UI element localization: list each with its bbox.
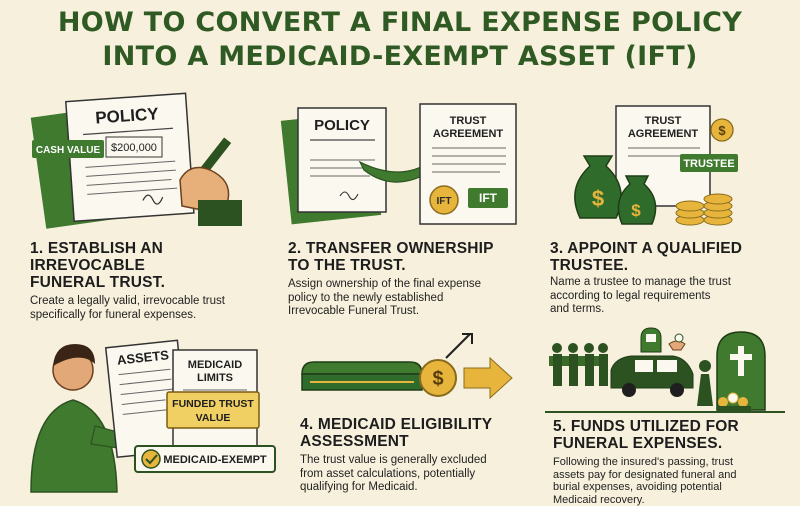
- cash-value-label: CASH VALUE: [36, 145, 101, 156]
- illustration-funeral: [545, 326, 785, 416]
- growth-arrow-icon: [446, 334, 470, 358]
- title-line-2: INTO A MEDICAID-EXEMPT ASSET (IFT): [0, 40, 800, 74]
- step-2-description: Assign ownership of the final expense po…: [288, 278, 538, 319]
- step-2-title-line2: TO THE TRUST.: [288, 257, 538, 274]
- pallbearers-icon: [549, 343, 608, 386]
- medicaid-limits-line1: MEDICAID: [188, 359, 242, 371]
- hands-offering-icon: [669, 341, 685, 350]
- step-2: 2. TRANSFER OWNERSHIP TO THE TRUST. Assi…: [288, 240, 538, 319]
- dollar-coin-symbol: $: [432, 368, 443, 390]
- step-3-desc-line3: and terms.: [550, 303, 790, 317]
- illustration-trustee: TRUST AGREEMENT $ TRUSTEE $ $: [560, 100, 780, 230]
- title-line-1: HOW TO CONVERT A FINAL EXPENSE POLICY: [0, 6, 800, 40]
- step-1-title-line2: FUNERAL TRUST.: [30, 274, 270, 291]
- checkmark-icon: [142, 450, 160, 468]
- money-bag-small-symbol: $: [631, 201, 641, 220]
- step-4: 4. MEDICAID ELIGIBILITY ASSESSMENT The t…: [300, 416, 540, 495]
- coin-symbol: $: [718, 123, 726, 138]
- cash-value-amount: $200,000: [111, 142, 157, 154]
- money-bag-icon: $: [575, 156, 621, 218]
- policy-label-2: POLICY: [314, 117, 370, 134]
- step-1-title: 1. ESTABLISH AN IRREVOCABLE FUNERAL TRUS…: [30, 240, 270, 291]
- funded-trust-line2: VALUE: [196, 412, 231, 424]
- trust-label-line1-b: TRUST: [645, 115, 682, 127]
- step-1-description: Create a legally valid, irrevocable trus…: [30, 295, 270, 322]
- step-5-title: 5. FUNDS UTILIZED FOR FUNERAL EXPENSES.: [553, 418, 793, 452]
- illustration-medicaid-review: ASSETS MEDICAID LIMITS FUNDED TRUST VALU…: [25, 336, 280, 494]
- step-4-title-line2: ASSESSMENT: [300, 433, 540, 450]
- ift-tag-text: IFT: [479, 191, 498, 205]
- step-3-desc-line1: Name a trustee to manage the trust: [550, 276, 790, 290]
- trust-label-line2: AGREEMENT: [433, 128, 504, 140]
- ift-seal-text: IFT: [437, 196, 452, 207]
- step-2-title: 2. TRANSFER OWNERSHIP TO THE TRUST.: [288, 240, 538, 274]
- casket-icon: [302, 362, 422, 390]
- illustration-eligibility: $: [296, 330, 516, 410]
- medicaid-exempt-text: MEDICAID-EXEMPT: [163, 454, 267, 466]
- illustration-transfer: POLICY TRUST AGREEMENT IFT IFT: [280, 100, 530, 230]
- step-2-desc-line3: Irrevocable Funeral Trust.: [288, 305, 538, 319]
- step-4-title: 4. MEDICAID ELIGIBILITY ASSESSMENT: [300, 416, 540, 450]
- step-4-description: The trust value is generally excluded fr…: [300, 454, 540, 495]
- step-5-description: Following the insured's passing, trust a…: [553, 456, 793, 506]
- trust-label-line1: TRUST: [450, 115, 487, 127]
- step-4-desc-line2: from asset calculations, potentially: [300, 468, 540, 482]
- step-1: 1. ESTABLISH AN IRREVOCABLE FUNERAL TRUS…: [30, 240, 270, 322]
- step-5-desc-line1: Following the insured's passing, trust: [553, 456, 793, 469]
- step-3: 3. APPOINT A QUALIFIED TRUSTEE. Name a t…: [550, 240, 790, 317]
- medicaid-limits-line2: LIMITS: [197, 372, 233, 384]
- step-4-title-line1: 4. MEDICAID ELIGIBILITY: [300, 416, 540, 433]
- step-2-title-line1: 2. TRANSFER OWNERSHIP: [288, 240, 538, 257]
- step-3-desc-line2: according to legal requirements: [550, 290, 790, 304]
- mourner-icon: [697, 360, 713, 406]
- trustee-badge-text: TRUSTEE: [683, 158, 734, 170]
- step-4-desc-line3: qualifying for Medicaid.: [300, 481, 540, 495]
- trust-label-line2-b: AGREEMENT: [628, 128, 699, 140]
- step-1-desc-line1: Create a legally valid, irrevocable trus…: [30, 295, 270, 309]
- right-arrow-icon: [464, 358, 512, 398]
- step-5: 5. FUNDS UTILIZED FOR FUNERAL EXPENSES. …: [553, 418, 793, 506]
- step-5-title-line2: FUNERAL EXPENSES.: [553, 435, 793, 452]
- step-4-desc-line1: The trust value is generally excluded: [300, 454, 540, 468]
- illustration-policy-signing: POLICY CASH VALUE $200,000: [30, 90, 250, 230]
- headstone-icon: [641, 328, 661, 352]
- step-1-title-line1: 1. ESTABLISH AN IRREVOCABLE: [30, 240, 270, 274]
- step-3-title-line2: TRUSTEE.: [550, 257, 790, 274]
- step-5-title-line1: 5. FUNDS UTILIZED FOR: [553, 418, 793, 435]
- hearse-icon: [611, 356, 693, 397]
- money-bag-symbol: $: [592, 186, 604, 211]
- step-2-desc-line1: Assign ownership of the final expense: [288, 278, 538, 292]
- page-title: HOW TO CONVERT A FINAL EXPENSE POLICY IN…: [0, 6, 800, 74]
- step-3-title: 3. APPOINT A QUALIFIED TRUSTEE.: [550, 240, 790, 274]
- funded-trust-line1: FUNDED TRUST: [172, 398, 254, 410]
- step-3-description: Name a trustee to manage the trust accor…: [550, 276, 790, 317]
- step-5-desc-line2: assets pay for designated funeral and: [553, 469, 793, 482]
- step-5-desc-line3: burial expenses, avoiding potential: [553, 481, 793, 494]
- step-1-desc-line2: specifically for funeral expenses.: [30, 309, 270, 323]
- step-3-title-line1: 3. APPOINT A QUALIFIED: [550, 240, 790, 257]
- step-2-desc-line2: policy to the newly established: [288, 292, 538, 306]
